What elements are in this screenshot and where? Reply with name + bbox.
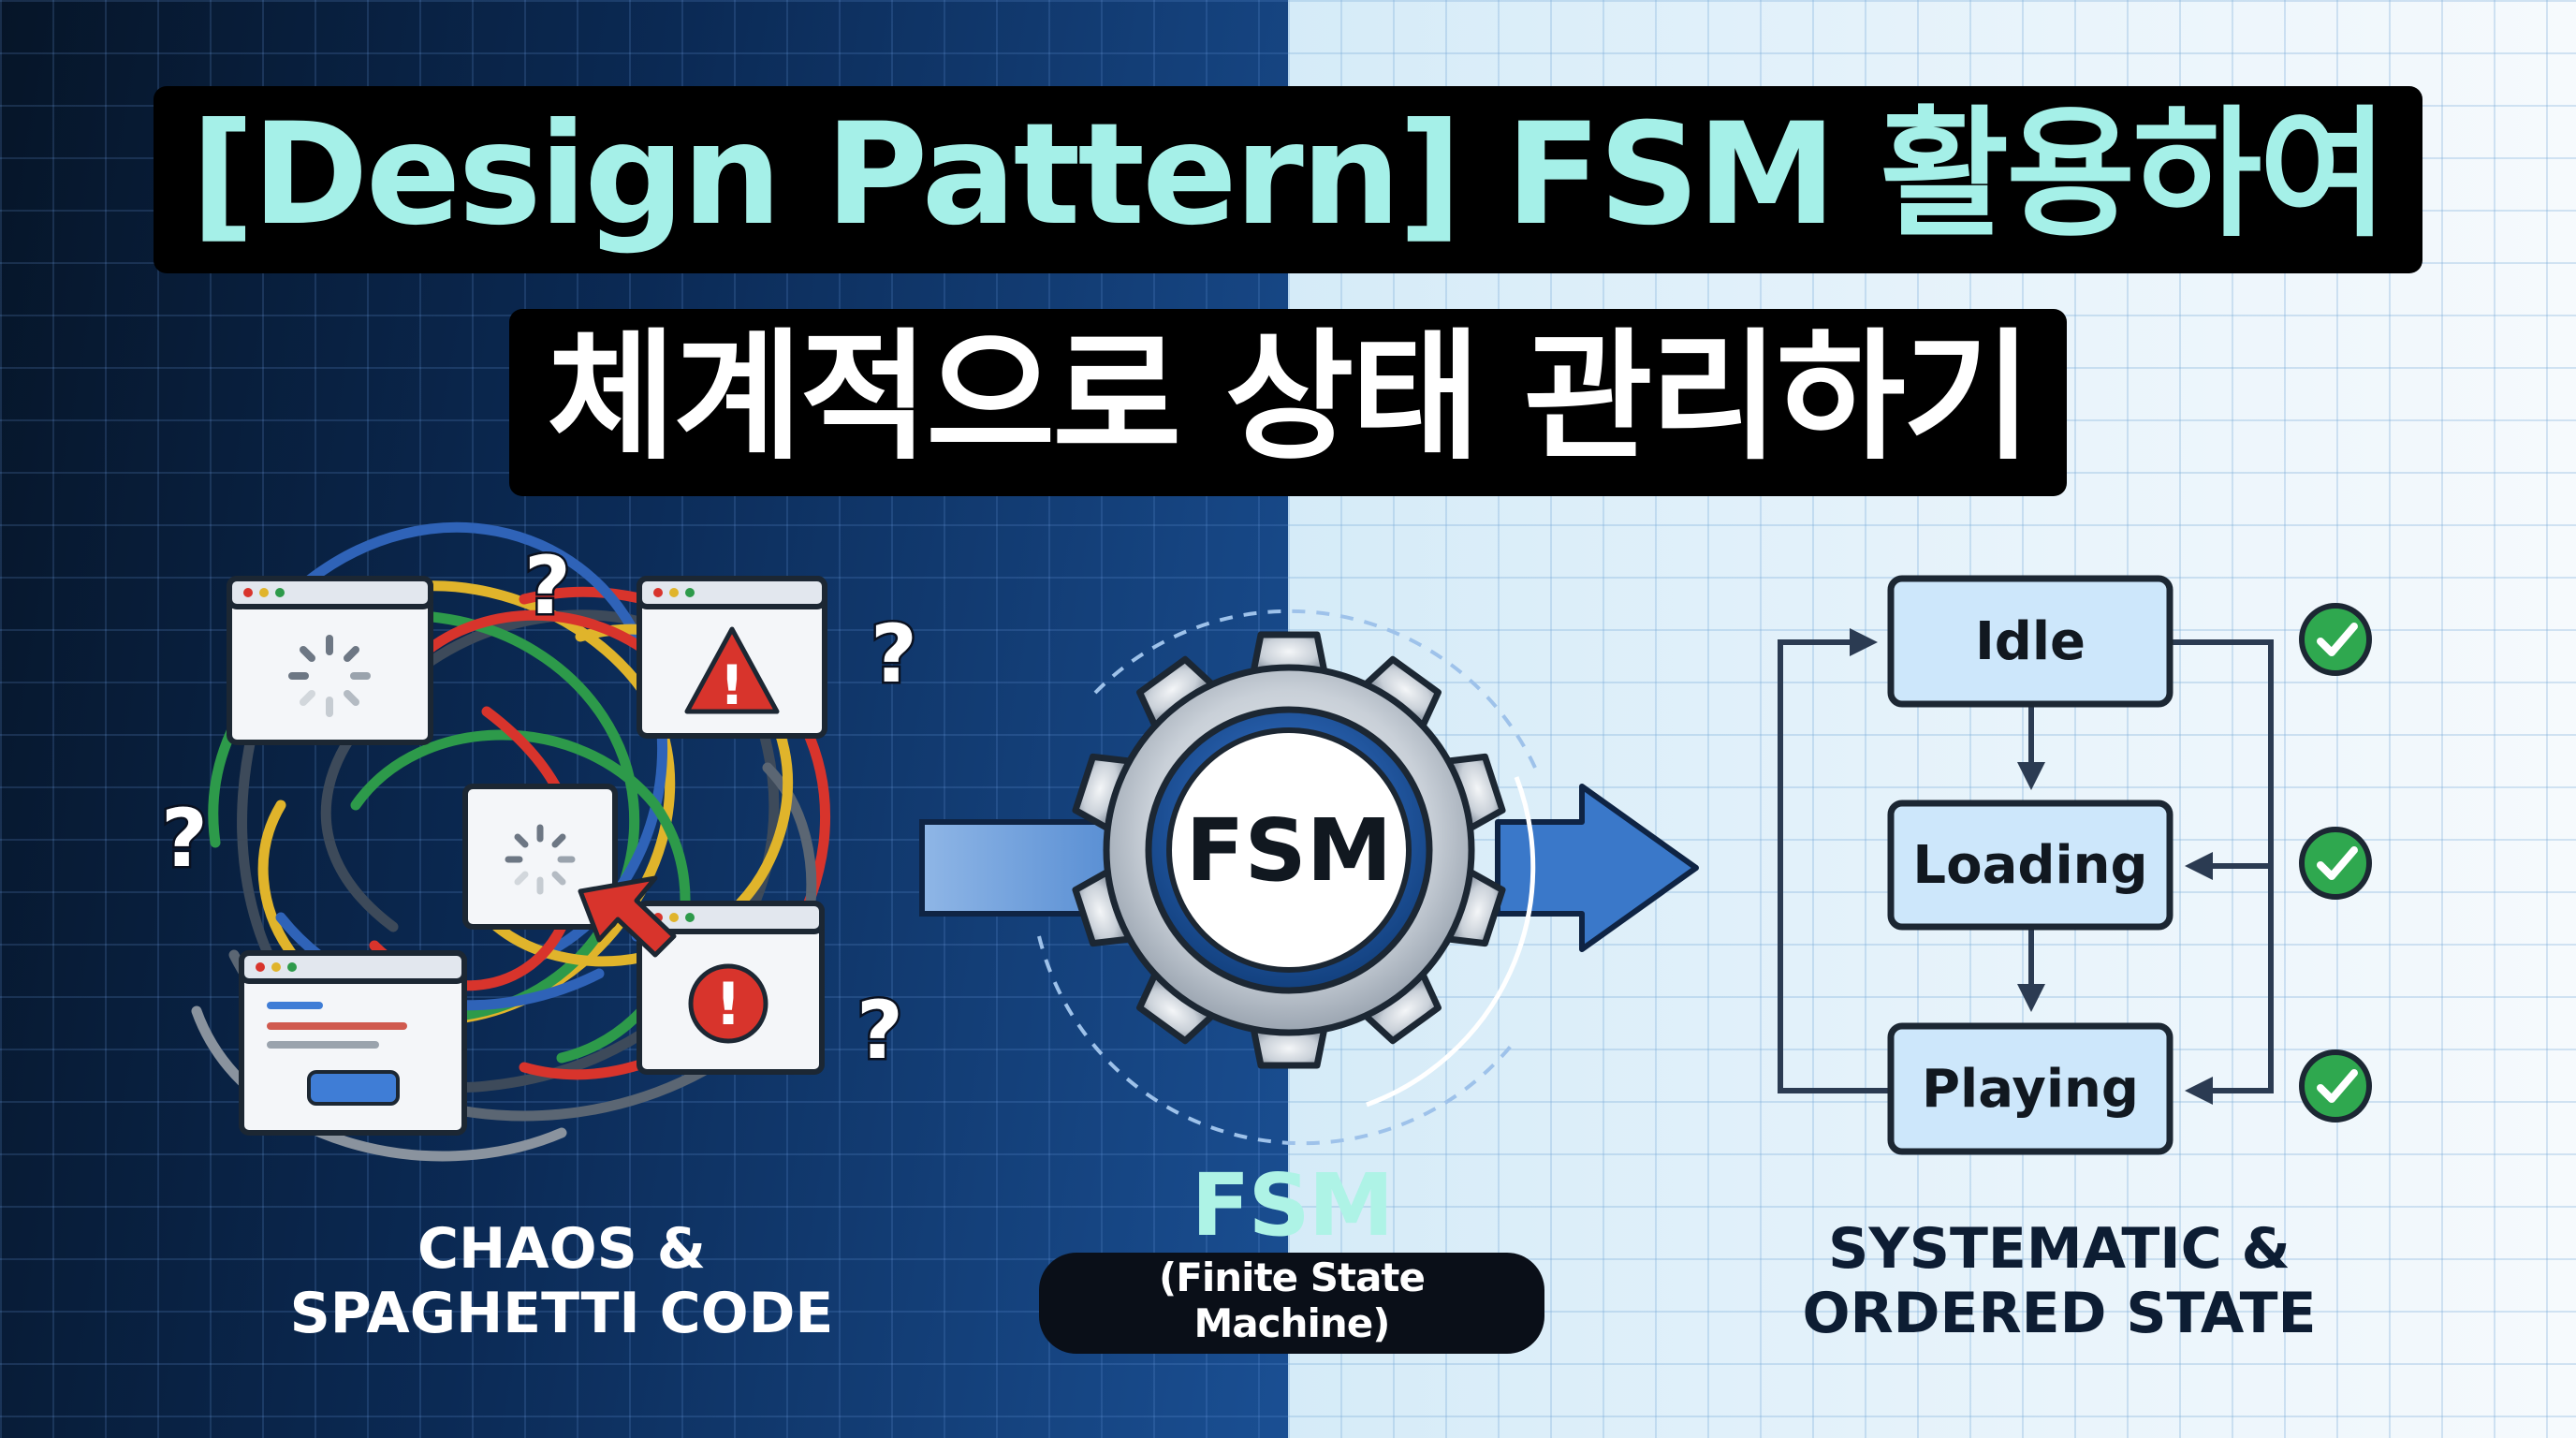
state-label: Idle: [1975, 611, 2086, 672]
question-mark-icon: ?: [161, 792, 208, 886]
left-caption-line-2: SPAGHETTI CODE: [289, 1281, 834, 1346]
state-label: Loading: [1912, 835, 2147, 896]
check-marks: [2299, 603, 2372, 1123]
right-caption-line-1: SYSTEMATIC &: [1828, 1216, 2291, 1282]
right-caption-line-2: ORDERED STATE: [1802, 1281, 2317, 1346]
arrow-right-icon: [1495, 784, 1699, 952]
error-exclamation: !: [715, 970, 741, 1038]
loading-spinner-icon: [288, 635, 371, 717]
center-loading-window: [462, 784, 618, 930]
left-caption: CHAOS & SPAGHETTI CODE: [187, 1217, 936, 1346]
question-mark-icon: ?: [871, 608, 917, 701]
state-box-playing: Playing: [1887, 1022, 2174, 1155]
state-connectors: [1778, 628, 2274, 1105]
warning-window: !: [637, 576, 827, 739]
state-box-loading: Loading: [1887, 800, 2174, 931]
gear-label: FSM: [1186, 800, 1393, 901]
loading-spinner-icon: [505, 824, 576, 895]
form-window: [239, 950, 467, 1136]
question-mark-icon: ?: [524, 539, 571, 633]
gear-orbit: [1037, 609, 1537, 1146]
state-label: Playing: [1922, 1059, 2139, 1120]
check-circle-icon: [2299, 1049, 2372, 1123]
check-circle-icon: [2299, 827, 2372, 900]
fsm-label: FSM: [1191, 1155, 1395, 1255]
flow-arrow: [919, 784, 1699, 952]
question-marks: ? ? ? ?: [159, 537, 920, 1080]
left-caption-line-1: CHAOS &: [417, 1216, 707, 1282]
warning-triangle-icon: !: [684, 626, 780, 717]
fsm-sublabel-wrap: (Finite State Machine): [1039, 1253, 1544, 1354]
warning-exclamation: !: [720, 653, 744, 717]
right-caption: SYSTEMATIC & ORDERED STATE: [1704, 1217, 2415, 1346]
error-circle-icon: !: [688, 963, 768, 1044]
title-line-1: [Design Pattern] FSM 활용하여: [0, 86, 2576, 273]
title-line-2: 체계적으로 상태 관리하기: [0, 309, 2576, 496]
loading-window: [227, 576, 433, 745]
title-text-1: [Design Pattern] FSM 활용하여: [153, 86, 2423, 273]
title-text-2: 체계적으로 상태 관리하기: [509, 309, 2067, 496]
gear-icon: FSM: [1072, 631, 1506, 1069]
check-circle-icon: [2299, 603, 2372, 676]
state-box-idle: Idle: [1887, 575, 2174, 708]
cursor-arrow-icon: [578, 875, 677, 958]
fsm-sublabel: (Finite State Machine): [1039, 1253, 1544, 1354]
question-mark-icon: ?: [856, 984, 903, 1078]
